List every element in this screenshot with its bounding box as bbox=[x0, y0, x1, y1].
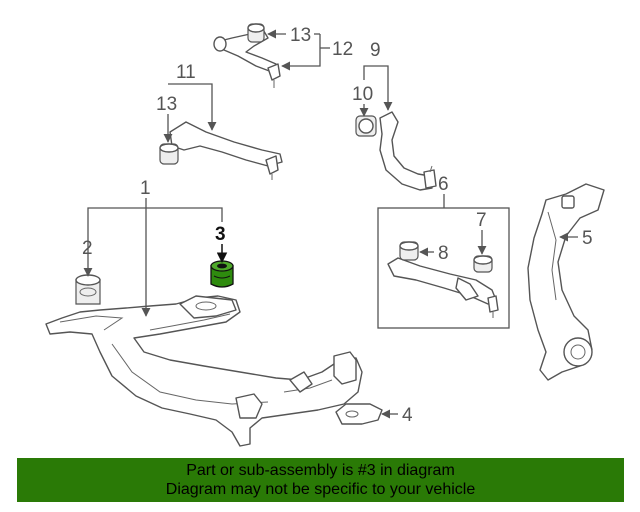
callout-7: 7 bbox=[476, 210, 487, 231]
callout-4: 4 bbox=[402, 405, 413, 426]
callout-8: 8 bbox=[438, 243, 449, 264]
bushing-8[interactable] bbox=[399, 241, 419, 261]
upper-control-arm-11[interactable] bbox=[169, 121, 283, 180]
control-arm-9[interactable] bbox=[379, 111, 437, 191]
bushing-7[interactable] bbox=[473, 255, 493, 273]
callout-9: 9 bbox=[370, 40, 381, 61]
callout-13-left: 13 bbox=[156, 94, 177, 115]
bushing-3-highlighted[interactable] bbox=[210, 260, 234, 288]
bushing-13-top[interactable] bbox=[247, 23, 265, 43]
callout-12: 12 bbox=[332, 39, 353, 60]
callout-11: 11 bbox=[176, 62, 196, 83]
callout-10: 10 bbox=[352, 84, 373, 105]
bushing-10[interactable] bbox=[355, 115, 377, 137]
steering-knuckle-5[interactable] bbox=[527, 183, 605, 381]
info-banner: Part or sub-assembly is #3 in diagram Di… bbox=[17, 458, 624, 502]
mount-2[interactable] bbox=[75, 274, 101, 305]
banner-line-1: Part or sub-assembly is #3 in diagram bbox=[186, 462, 455, 479]
callout-5: 5 bbox=[582, 228, 593, 249]
callout-2: 2 bbox=[82, 238, 93, 259]
lower-control-arm-6[interactable] bbox=[387, 257, 499, 318]
callout-labels: 1 2 3 4 5 6 7 8 9 10 11 12 13 13 bbox=[82, 25, 593, 426]
bracket-4[interactable] bbox=[335, 403, 383, 425]
subframe-1[interactable] bbox=[45, 295, 363, 447]
banner-line-2: Diagram may not be specific to your vehi… bbox=[165, 481, 476, 498]
callout-13-top: 13 bbox=[290, 25, 311, 46]
callout-6: 6 bbox=[438, 174, 449, 195]
leader-lines bbox=[83, 29, 578, 419]
callout-1: 1 bbox=[140, 178, 151, 199]
bushing-13-left[interactable] bbox=[159, 143, 179, 165]
callout-3: 3 bbox=[215, 224, 226, 245]
upper-control-arm-12[interactable] bbox=[213, 27, 281, 88]
